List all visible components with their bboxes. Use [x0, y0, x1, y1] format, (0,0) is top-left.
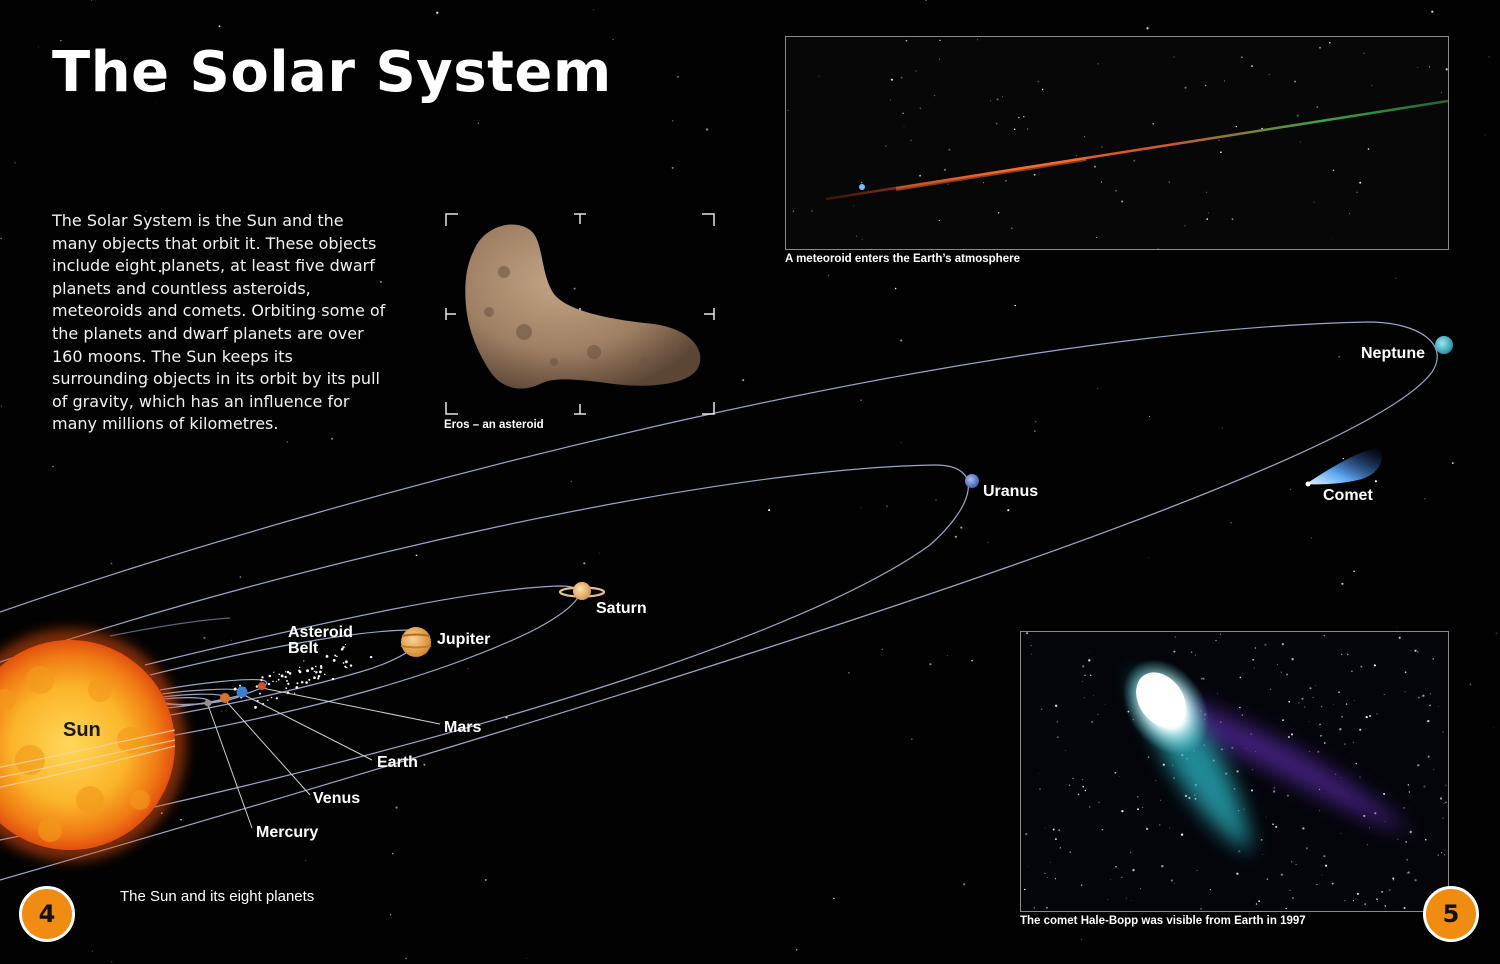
sun-granules — [0, 666, 150, 842]
meteoroid-caption: A meteoroid enters the Earth’s atmospher… — [785, 253, 1020, 265]
eros-body — [465, 224, 701, 389]
hale-bopp-photo — [1020, 631, 1449, 912]
saturn-planet — [558, 582, 606, 600]
label-asteroid-belt: Asteroid Belt — [288, 624, 353, 657]
label-saturn: Saturn — [596, 600, 647, 617]
meteoroid-photo — [785, 36, 1449, 250]
neptune-planet — [1435, 336, 1453, 354]
mars-planet — [258, 682, 266, 690]
comet-illustration — [1305, 448, 1382, 487]
label-mars: Mars — [444, 719, 482, 736]
label-uranus: Uranus — [983, 483, 1039, 500]
label-venus: Venus — [313, 790, 361, 807]
intro-paragraph: The Solar System is the Sun and the many… — [52, 211, 386, 434]
orbit-neptune — [0, 321, 1438, 881]
label-neptune: Neptune — [1361, 345, 1425, 362]
orbit-uranus — [0, 464, 969, 841]
orbit-saturn — [144, 585, 580, 737]
eros-asteroid-image — [445, 213, 715, 415]
orbit-lines — [0, 321, 1438, 881]
figure-caption: The Sun and its eight planets — [120, 888, 315, 905]
page-number-right: 5 — [1423, 886, 1479, 942]
sun — [0, 629, 186, 861]
leader-lines — [207, 687, 441, 829]
label-sun: Sun — [63, 719, 101, 741]
jupiter-planet — [400, 627, 432, 657]
venus-planet — [220, 693, 230, 703]
label-earth: Earth — [377, 754, 418, 771]
page-number-left: 4 — [19, 886, 75, 942]
eros-caption: Eros – an asteroid — [444, 419, 544, 431]
page-title: The Solar System — [52, 40, 612, 105]
asteroid-belt-dots — [233, 643, 353, 709]
uranus-planet — [965, 474, 979, 488]
orbit-jupiter — [149, 629, 424, 717]
hale-bopp-caption: The comet Hale-Bopp was visible from Ear… — [1020, 915, 1306, 927]
label-jupiter: Jupiter — [437, 631, 491, 648]
label-mercury: Mercury — [256, 824, 319, 841]
earth-planet — [236, 686, 248, 698]
label-comet: Comet — [1323, 487, 1373, 504]
mercury-planet — [204, 699, 212, 707]
